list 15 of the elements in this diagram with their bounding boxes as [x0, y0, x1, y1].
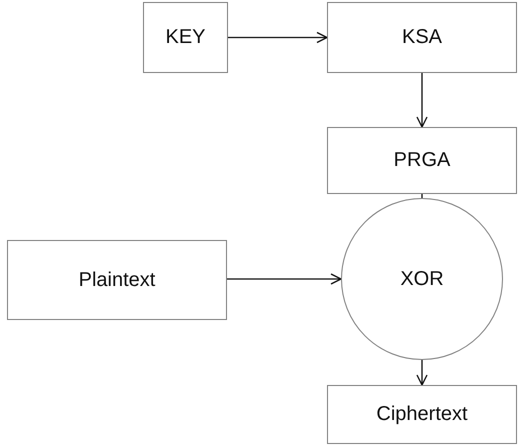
process-box [7, 240, 227, 320]
process-box [327, 2, 517, 73]
arrow [416, 73, 428, 128]
arrow [416, 360, 428, 386]
process-box [327, 127, 517, 194]
node-label: PRGA [394, 149, 450, 172]
process-box [327, 385, 517, 444]
arrow [228, 32, 328, 44]
node-label: KSA [402, 26, 442, 49]
node-label: XOR [400, 268, 444, 290]
process-box [143, 2, 228, 73]
node-label: Ciphertext [376, 403, 468, 426]
node-label: KEY [165, 26, 206, 49]
arrow [227, 273, 342, 285]
node-label: Plaintext [78, 268, 156, 292]
